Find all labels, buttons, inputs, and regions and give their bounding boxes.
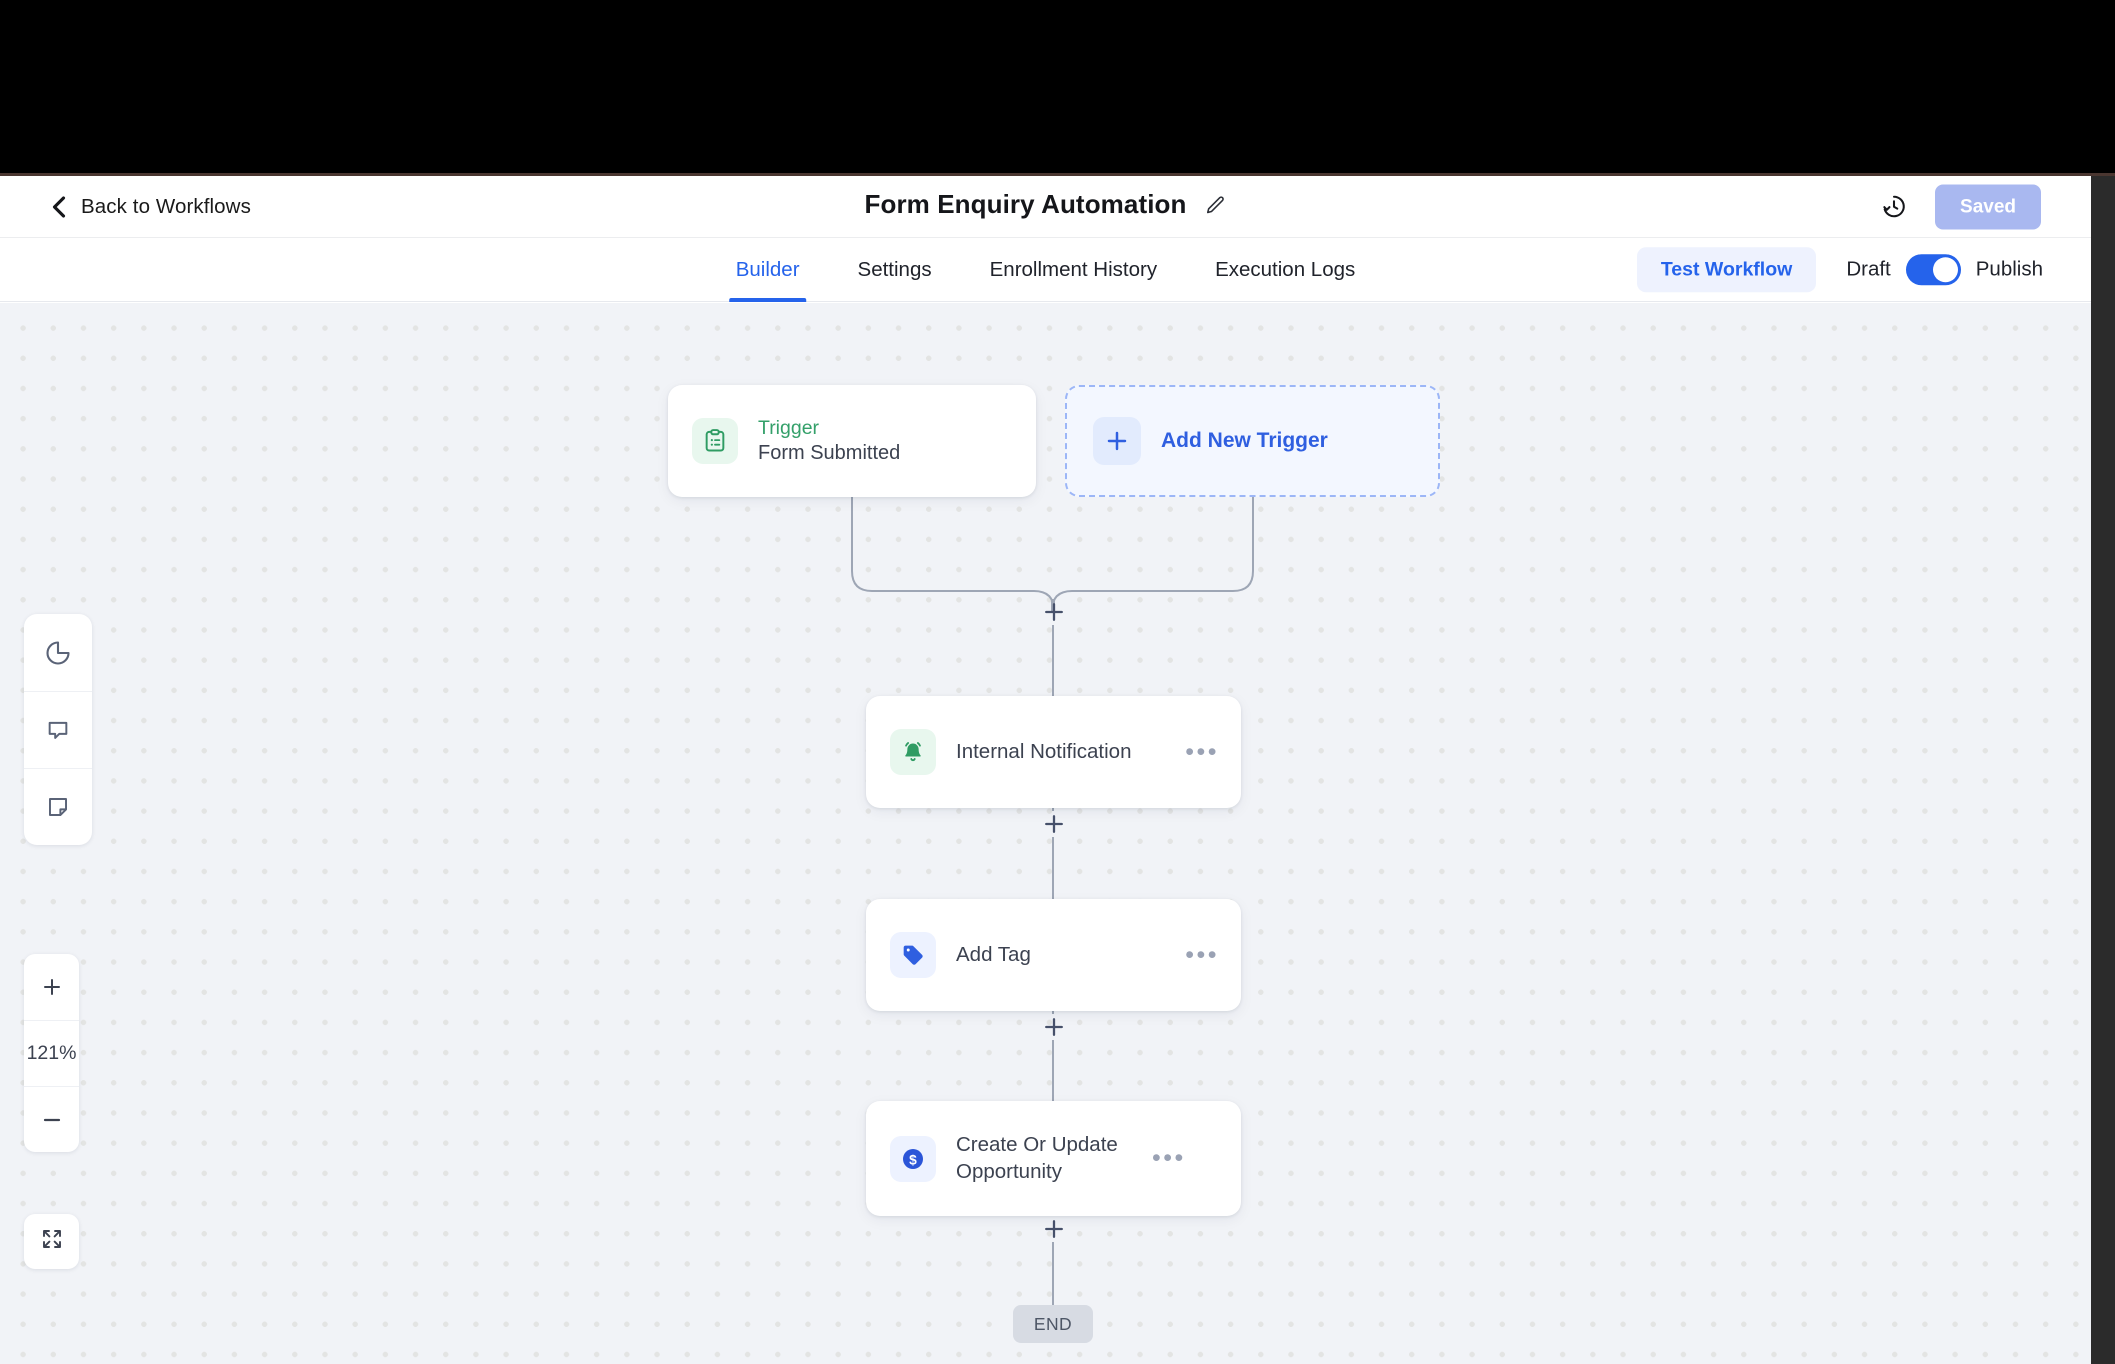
svg-text:$: $: [909, 1152, 917, 1167]
workflow-builder-app: Back to Workflows Form Enquiry Automatio…: [0, 176, 2091, 1364]
step-title: Internal Notification: [956, 739, 1132, 763]
draft-publish-toggle-group: Draft Publish: [1846, 254, 2043, 285]
add-new-trigger-label: Add New Trigger: [1161, 429, 1328, 452]
end-node: END: [1013, 1305, 1093, 1343]
step-label-wrap: Create Or Update Opportunity: [956, 1132, 1152, 1184]
dollar-circle-icon: $: [890, 1135, 936, 1182]
zoom-controls: 121%: [24, 954, 79, 1152]
fit-screen-icon: [40, 1227, 64, 1256]
clipboard-list-icon: [692, 418, 738, 464]
draft-label: Draft: [1846, 257, 1891, 281]
note-icon[interactable]: [24, 768, 92, 845]
add-step-button-3[interactable]: [1041, 1014, 1067, 1040]
trigger-node[interactable]: Trigger Form Submitted: [668, 385, 1036, 497]
canvas-tool-rail: [24, 614, 92, 845]
step-label-wrap: Add Tag: [956, 942, 1185, 968]
tab-bar: Builder Settings Enrollment History Exec…: [0, 238, 2091, 302]
add-step-button-1[interactable]: [1041, 599, 1067, 625]
step-menu-icon[interactable]: •••: [1152, 1144, 1186, 1172]
tab-enrollment-history[interactable]: Enrollment History: [989, 258, 1158, 281]
app-header: Back to Workflows Form Enquiry Automatio…: [0, 176, 2091, 238]
right-letterbox: [2091, 176, 2115, 1364]
step-title: Add Tag: [956, 942, 1031, 966]
top-letterbox: [0, 0, 2115, 175]
workflow-canvas[interactable]: Trigger Form Submitted Add New Trigger: [0, 303, 2091, 1364]
back-to-workflows-button[interactable]: Back to Workflows: [52, 195, 251, 219]
tab-builder[interactable]: Builder: [707, 238, 829, 302]
tag-icon: [890, 932, 936, 978]
trigger-kicker: Trigger: [758, 416, 820, 439]
plus-icon: [1093, 417, 1141, 465]
header-actions: Saved: [1881, 184, 2041, 229]
trigger-subtitle: Form Submitted: [758, 442, 901, 465]
step-node-create-or-update-opportunity[interactable]: $ Create Or Update Opportunity •••: [866, 1101, 1241, 1216]
pie-chart-icon[interactable]: [24, 614, 92, 691]
add-step-button-2[interactable]: [1041, 811, 1067, 837]
publish-toggle[interactable]: [1905, 254, 1961, 285]
tab-bar-actions: Test Workflow Draft Publish: [1636, 246, 2043, 293]
zoom-out-button[interactable]: [24, 1086, 79, 1152]
zoom-level-label: 121%: [26, 1042, 77, 1064]
step-title: Create Or Update Opportunity: [956, 1133, 1118, 1183]
publish-label: Publish: [1975, 257, 2043, 281]
step-menu-icon[interactable]: •••: [1185, 737, 1219, 766]
pencil-icon[interactable]: [1205, 193, 1227, 215]
step-menu-icon[interactable]: •••: [1185, 940, 1219, 969]
step-label-wrap: Internal Notification: [956, 739, 1185, 765]
saved-button[interactable]: Saved: [1935, 184, 2041, 229]
toggle-knob: [1932, 257, 1958, 282]
test-workflow-button[interactable]: Test Workflow: [1636, 246, 1817, 293]
step-node-internal-notification[interactable]: Internal Notification •••: [866, 696, 1241, 808]
letterbox-divider: [0, 173, 2115, 176]
step-node-add-tag[interactable]: Add Tag •••: [866, 899, 1241, 1011]
workflow-title-group: Form Enquiry Automation: [865, 189, 1227, 220]
zoom-level-display[interactable]: 121%: [24, 1020, 79, 1086]
tab-list: Builder Settings Enrollment History Exec…: [707, 238, 1385, 302]
tab-execution-logs[interactable]: Execution Logs: [1215, 258, 1356, 281]
add-step-button-4[interactable]: [1041, 1216, 1067, 1242]
bell-icon: [890, 729, 936, 775]
tab-settings[interactable]: Settings: [857, 258, 932, 281]
add-new-trigger-node[interactable]: Add New Trigger: [1065, 385, 1440, 497]
trigger-node-text: Trigger Form Submitted: [758, 416, 1036, 466]
page-title: Form Enquiry Automation: [864, 188, 1187, 219]
clock-history-icon[interactable]: [1881, 194, 1907, 220]
fit-screen-button[interactable]: [24, 1214, 79, 1269]
back-to-workflows-label: Back to Workflows: [81, 194, 251, 218]
chevron-left-icon: [52, 195, 66, 218]
comment-icon[interactable]: [24, 691, 92, 768]
zoom-in-button[interactable]: [24, 954, 79, 1020]
